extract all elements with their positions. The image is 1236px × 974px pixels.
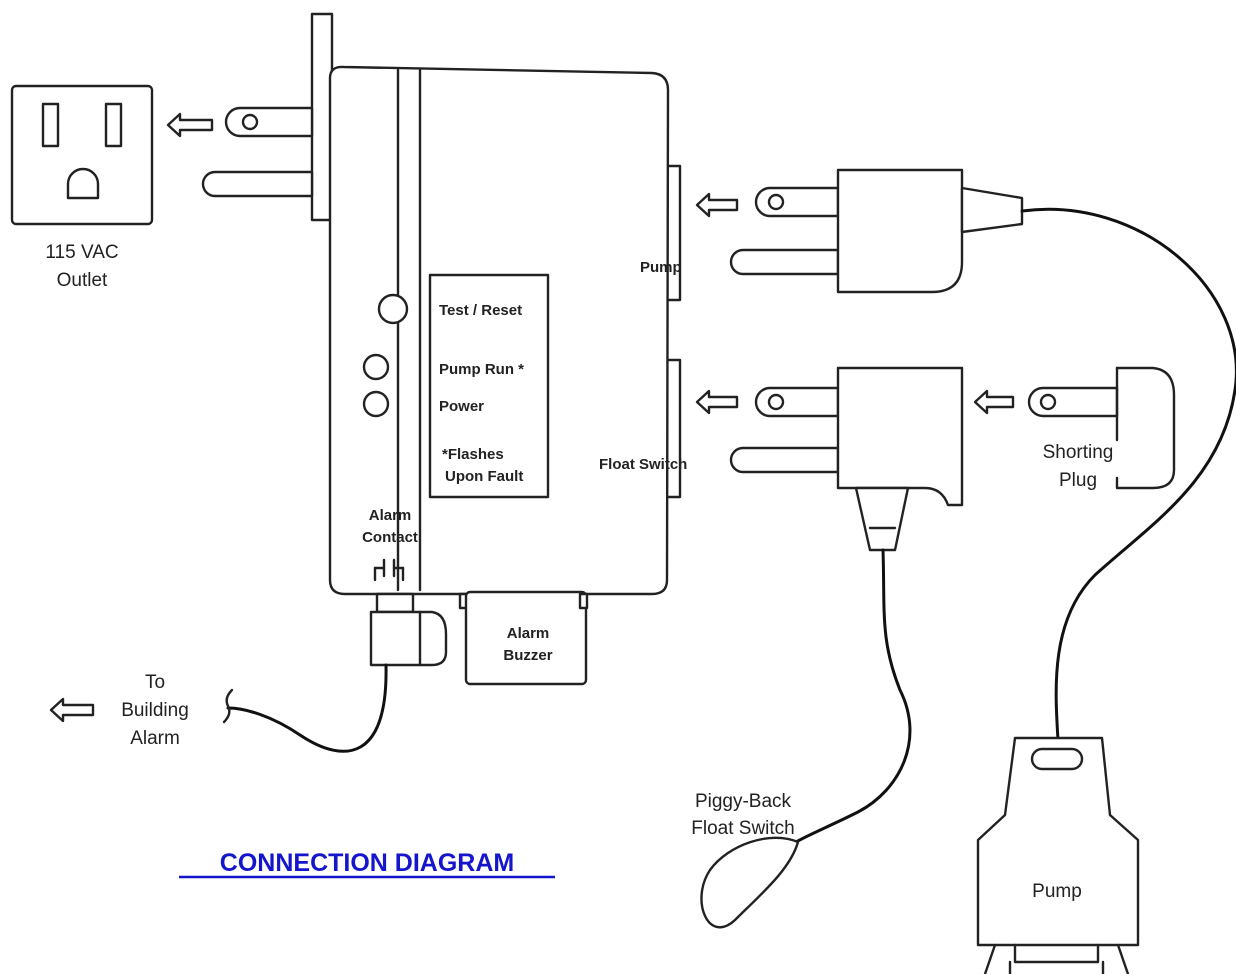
building-alarm-cable xyxy=(226,663,388,753)
pump-body xyxy=(976,736,1140,974)
pump-port-label: Pump xyxy=(640,259,682,276)
alarm-contact-icon xyxy=(373,558,405,582)
shorting-label-line1: Shorting xyxy=(1043,442,1114,463)
shorting-plug xyxy=(1027,366,1176,490)
arrow-left-icon xyxy=(49,697,95,723)
indicator-panel xyxy=(428,273,550,499)
test-reset-button[interactable] xyxy=(377,293,409,325)
pump-run-label: Pump Run * xyxy=(439,361,524,378)
building-label-line3: Alarm xyxy=(130,728,180,749)
alarm-contact-label-line2: Contact xyxy=(362,529,418,546)
flashes-label-line1: *Flashes xyxy=(442,446,504,463)
alarm-unit xyxy=(201,12,682,686)
pump-cord xyxy=(1020,207,1236,742)
pump-body-label: Pump xyxy=(1032,881,1082,902)
pump-plug xyxy=(729,168,1024,294)
arrow-left-icon xyxy=(695,389,739,415)
outlet-label-line2: Outlet xyxy=(57,270,108,291)
alarm-buzzer-label-line2: Buzzer xyxy=(503,647,552,664)
alarm-buzzer xyxy=(464,590,588,686)
piggy-label-line1: Piggy-Back xyxy=(695,791,792,812)
piggy-label-line2: Float Switch xyxy=(691,818,794,839)
shorting-label-line2: Plug xyxy=(1059,470,1097,491)
alarm-buzzer-label-line1: Alarm xyxy=(507,625,550,642)
arrow-left-icon xyxy=(695,192,739,218)
diagram-title: CONNECTION DIAGRAM xyxy=(220,849,514,877)
arrow-left-icon xyxy=(973,389,1015,415)
float-switch-bulb xyxy=(700,836,800,929)
float-switch-cord xyxy=(794,548,912,844)
pump-run-led xyxy=(362,353,390,381)
test-reset-label: Test / Reset xyxy=(439,302,522,319)
building-label-line1: To xyxy=(145,672,165,693)
wall-outlet xyxy=(10,84,154,226)
power-label: Power xyxy=(439,398,484,415)
power-led xyxy=(362,390,390,418)
piggyback-plug xyxy=(729,366,964,552)
alarm-contact-label-line1: Alarm xyxy=(369,507,412,524)
outlet-label-line1: 115 VAC xyxy=(45,242,118,263)
arrow-left-icon xyxy=(166,112,214,138)
cable-cut-icon xyxy=(222,688,234,724)
float-port-label: Float Switch xyxy=(599,456,687,473)
building-label-line2: Building xyxy=(121,700,189,721)
flashes-label-line2: Upon Fault xyxy=(445,468,523,485)
